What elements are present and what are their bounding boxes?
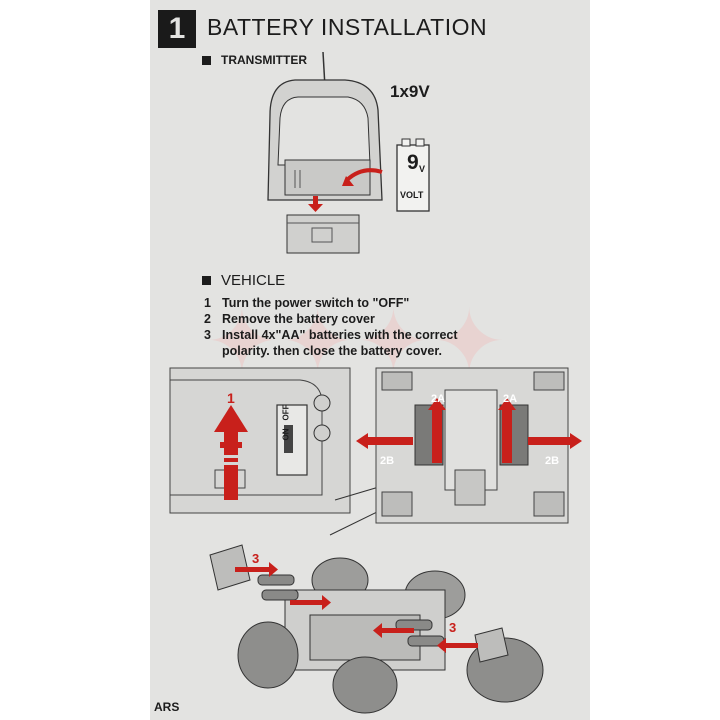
step-number: 1	[204, 296, 211, 310]
step-text: polarity. then close the battery cover.	[222, 344, 442, 358]
step-text: Remove the battery cover	[222, 312, 375, 326]
step-row: 3 Install 4x"AA" batteries with the corr…	[204, 327, 458, 343]
arrow-2a-right-label: 2A	[503, 393, 518, 405]
battery-count-label: 1x9V	[390, 82, 430, 101]
step-row: polarity. then close the battery cover.	[204, 343, 458, 359]
arrow-1-label: 1	[227, 390, 235, 406]
step-text: Install 4x"AA" batteries with the correc…	[222, 328, 458, 342]
page-title: BATTERY INSTALLATION	[207, 14, 488, 40]
transmitter-heading: TRANSMITTER	[202, 53, 307, 67]
vehicle-steps-list: 1 Turn the power switch to "OFF" 2 Remov…	[204, 295, 458, 359]
step-number-badge: 1	[158, 10, 196, 48]
step-number	[204, 343, 222, 359]
transmitter-heading-label: TRANSMITTER	[221, 53, 307, 67]
bullet-square-icon	[202, 55, 211, 65]
arrow-3-right-label: 3	[449, 620, 457, 635]
battery-voltage-number: 9	[407, 151, 419, 174]
battery-cover-panel	[356, 367, 582, 524]
bullet-square-icon	[202, 276, 211, 285]
step-number: 2	[204, 312, 211, 326]
switch-on-label: ON	[281, 428, 291, 441]
switch-closeup-panel	[169, 367, 351, 514]
exploded-car-illustration	[209, 544, 544, 714]
switch-off-label: OFF	[281, 404, 291, 421]
transmitter-illustration	[267, 51, 383, 254]
battery-volt-word: VOLT	[400, 190, 424, 200]
arrow-2a-left-label: 2A	[431, 393, 446, 405]
vehicle-heading-label: VEHICLE	[221, 272, 286, 289]
step-row: 1 Turn the power switch to "OFF"	[204, 295, 458, 311]
step-number: 3	[204, 328, 211, 342]
manual-page: ✦✦✦✦ 1 BATTERY INSTALLATION TRANSMITTER …	[150, 0, 590, 720]
battery-voltage-unit: V	[419, 164, 426, 174]
arrow-2b-right-label: 2B	[545, 455, 560, 467]
footer-fragment: ARS	[154, 700, 180, 714]
arrow-2b-left-label: 2B	[380, 455, 395, 467]
arrow-3-left-label: 3	[252, 551, 260, 566]
manual-illustrations	[169, 51, 582, 714]
step-text: Turn the power switch to "OFF"	[222, 296, 410, 310]
step-row: 2 Remove the battery cover	[204, 311, 458, 327]
vehicle-heading: VEHICLE	[202, 272, 285, 289]
nine-volt-battery-icon	[396, 138, 430, 212]
